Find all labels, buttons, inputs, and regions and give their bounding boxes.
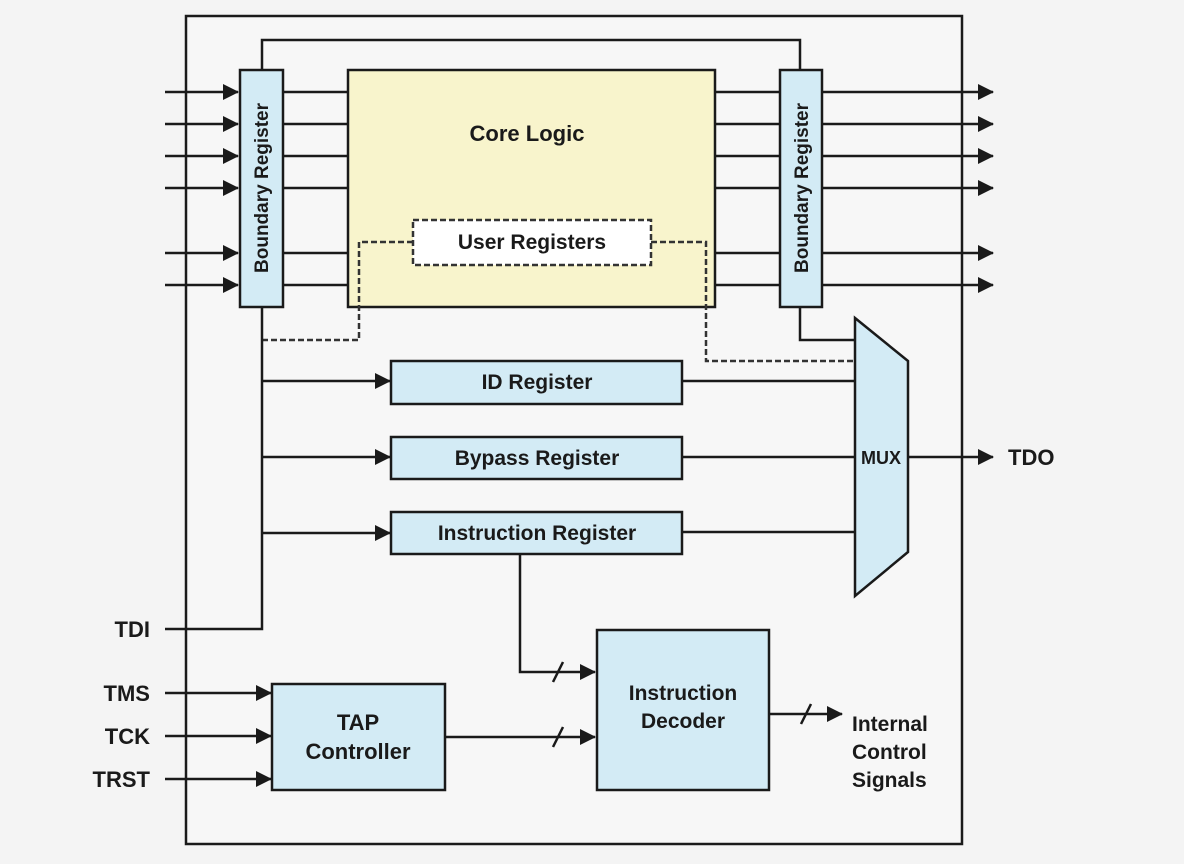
- output-pins-right: [822, 84, 994, 293]
- boundary-register-left-label: Boundary Register: [252, 102, 273, 273]
- scan-chain-top-wire: [260, 38, 802, 70]
- instruction-register-block: [389, 510, 684, 556]
- left-to-core-wires: [283, 90, 348, 287]
- trst-label: TRST: [93, 767, 151, 792]
- tap-controller-label-line1: TAP: [337, 710, 379, 735]
- tck-label: TCK: [105, 724, 150, 749]
- id-register-block: [389, 359, 684, 406]
- tdo-label: TDO: [1008, 445, 1054, 470]
- tdi-bus-wire: [165, 307, 264, 631]
- bus-slash-decoder: [799, 703, 813, 725]
- tdi-label: TDI: [115, 617, 150, 642]
- boundary-register-right: [778, 68, 824, 309]
- core-logic-block: [346, 68, 717, 309]
- instruction-decoder-block: [595, 628, 771, 792]
- instruction-decoder-label-line1: Instruction: [629, 682, 738, 705]
- internal-control-label-line3: Signals: [852, 769, 927, 792]
- user-registers-output-wire: [651, 240, 855, 363]
- bus-slash-tap: [551, 726, 565, 748]
- user-registers-input-wire: [262, 240, 413, 342]
- boundary-register-left: [238, 68, 285, 309]
- tms-label: TMS: [104, 681, 150, 706]
- input-pins-left: [165, 84, 239, 293]
- boundary-to-mux-wire: [798, 307, 855, 342]
- bypass-register-label: Bypass Register: [455, 447, 620, 470]
- core-logic-label: Core Logic: [470, 121, 585, 146]
- mux-label: MUX: [861, 448, 901, 468]
- mux-block: [853, 315, 910, 599]
- id-register-label: ID Register: [482, 371, 593, 394]
- instruction-register-label: Instruction Register: [438, 522, 636, 545]
- boundary-register-right-label: Boundary Register: [792, 102, 813, 273]
- ir-to-decoder-wire: [518, 554, 596, 680]
- internal-control-label-line1: Internal: [852, 713, 928, 736]
- core-to-right-wires: [715, 90, 780, 287]
- tap-controller-block: [270, 682, 447, 792]
- tap-controller-label-line2: Controller: [305, 739, 411, 764]
- user-registers-label: User Registers: [458, 231, 606, 254]
- internal-control-label-line2: Control: [852, 741, 927, 764]
- bus-slash-ir: [551, 661, 565, 683]
- instruction-decoder-label-line2: Decoder: [641, 710, 725, 733]
